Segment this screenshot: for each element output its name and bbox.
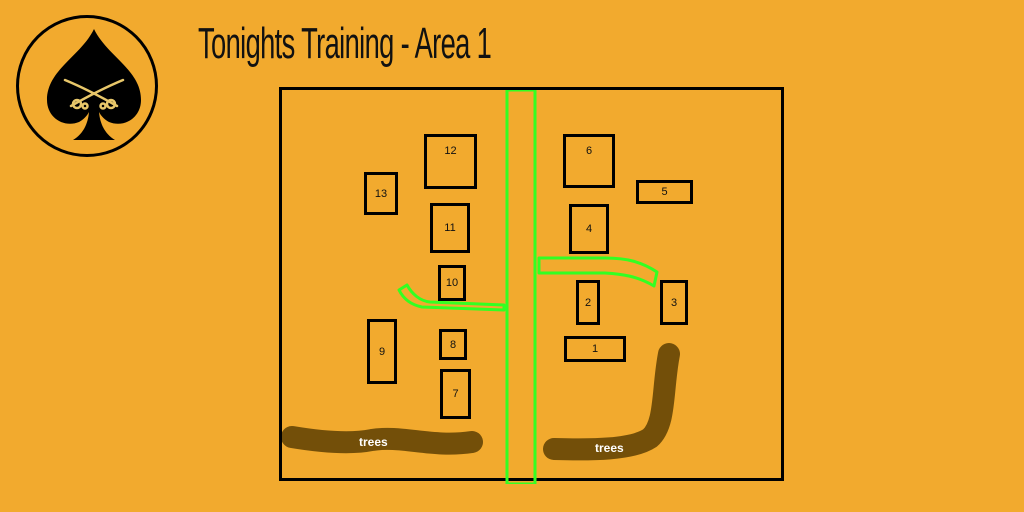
map-overlay bbox=[282, 90, 680, 484]
building-label: 11 bbox=[444, 222, 456, 234]
tree-line-left bbox=[282, 426, 483, 455]
right-branch-road bbox=[537, 256, 659, 288]
trees-label-left: trees bbox=[359, 435, 388, 449]
building-11: 11 bbox=[430, 203, 470, 253]
building-13: 13 bbox=[364, 172, 398, 215]
building-label: 13 bbox=[374, 187, 388, 200]
trees-label-right: trees bbox=[595, 441, 624, 455]
building-label: 3 bbox=[670, 296, 678, 309]
saber-left bbox=[63, 78, 119, 108]
building-label: 4 bbox=[585, 223, 593, 235]
building-2: 2 bbox=[576, 280, 600, 325]
building-label: 6 bbox=[585, 145, 593, 157]
building-label: 7 bbox=[452, 388, 459, 400]
building-12: 12 bbox=[424, 134, 477, 189]
tree-line-right bbox=[543, 343, 680, 461]
building-label: 9 bbox=[378, 345, 386, 358]
unit-logo bbox=[16, 15, 158, 157]
building-8: 8 bbox=[439, 329, 467, 360]
spade-crossed-sabers-icon bbox=[47, 29, 141, 140]
building-9: 9 bbox=[367, 319, 397, 384]
building-3: 3 bbox=[660, 280, 688, 325]
central-road bbox=[505, 90, 537, 484]
building-label: 2 bbox=[584, 296, 592, 309]
spade-shape bbox=[47, 29, 141, 140]
page-title: Tonights Training - Area 1 bbox=[198, 19, 492, 68]
building-label: 12 bbox=[444, 145, 457, 157]
building-label: 1 bbox=[591, 343, 599, 355]
building-7: 7 bbox=[440, 369, 471, 419]
building-5: 5 bbox=[636, 180, 693, 204]
building-10: 10 bbox=[438, 265, 466, 301]
building-4: 4 bbox=[569, 204, 609, 254]
training-area-map: 1 2 3 4 5 6 7 8 9 10 11 12 13 trees tree… bbox=[279, 87, 784, 484]
left-branch-road bbox=[397, 283, 506, 312]
building-1: 1 bbox=[564, 336, 626, 362]
building-label: 8 bbox=[449, 338, 457, 351]
building-label: 5 bbox=[661, 186, 668, 198]
building-6: 6 bbox=[563, 134, 615, 188]
saber-right bbox=[69, 78, 125, 108]
building-label: 10 bbox=[445, 277, 459, 289]
